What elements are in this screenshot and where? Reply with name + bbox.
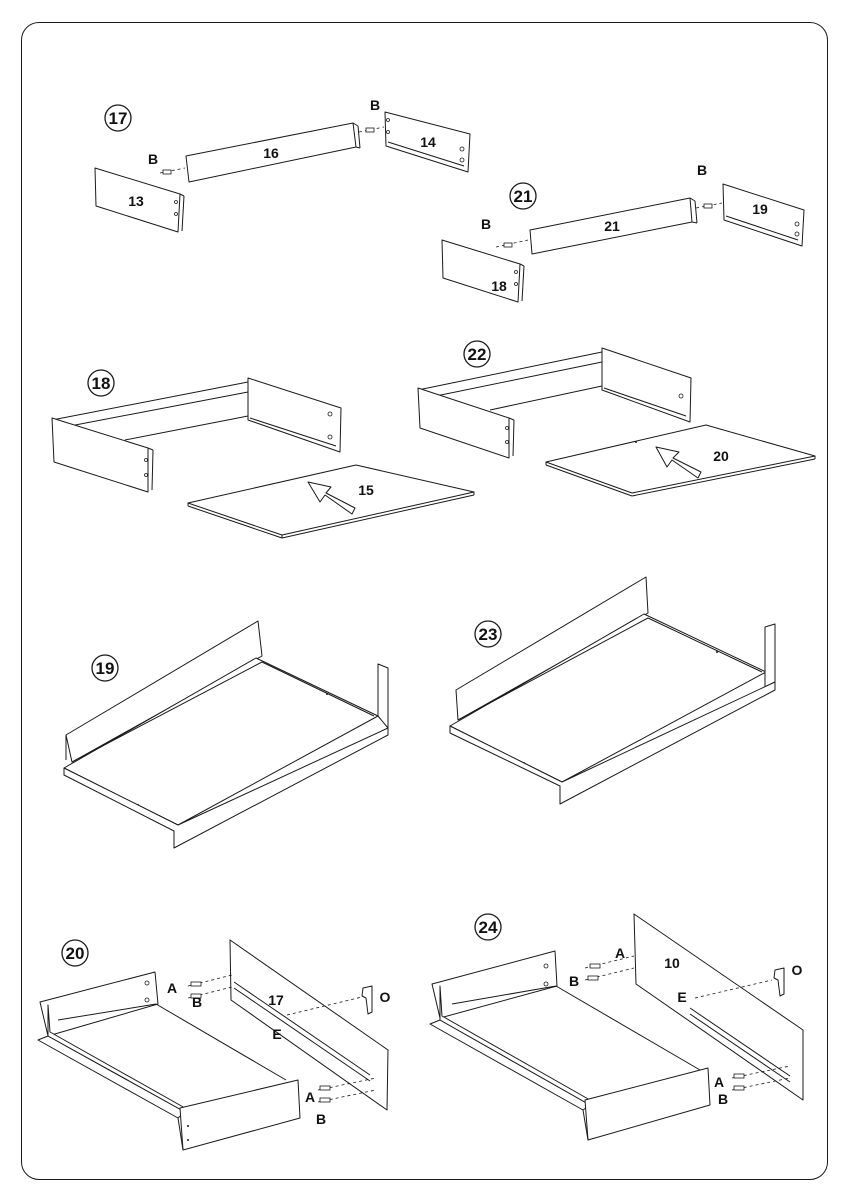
dowel-icon	[503, 242, 513, 248]
drawer-front	[584, 1067, 711, 1141]
bottom-panel-20	[545, 424, 816, 494]
cam-bolt-icon	[190, 981, 202, 987]
cam-bolt-icon	[589, 963, 601, 969]
panel-21-label: 21	[604, 218, 620, 234]
fastener-a-label-lower: A	[305, 1089, 315, 1105]
front-panel	[51, 417, 149, 493]
drawer-edge	[37, 1035, 186, 1119]
screw-e-label: E	[272, 1026, 281, 1042]
front-edge	[449, 681, 776, 805]
back-wall	[455, 576, 649, 721]
fastener-a-label: A	[167, 980, 177, 996]
cam-bolt-icon	[733, 1073, 745, 1079]
insert-arrow-icon	[655, 446, 702, 479]
step-19: 19	[63, 620, 389, 849]
screw-e-label: E	[677, 989, 686, 1005]
insert-arrow-icon	[307, 481, 356, 515]
back-rail	[51, 381, 249, 427]
fastener-a-label-lower: A	[714, 1074, 724, 1090]
bottom-panel-15	[187, 464, 475, 536]
dowel-icon	[162, 169, 172, 175]
step-24-number: 24	[479, 918, 498, 937]
step-20: 20 17 A B O E A B	[37, 939, 391, 1151]
handle-icon	[773, 967, 785, 997]
panel-20-label: 20	[713, 448, 729, 464]
dowel-icon	[365, 127, 375, 133]
cam-bolt-icon	[319, 1085, 331, 1091]
dowel-icon	[319, 1097, 331, 1103]
dowel-icon	[733, 1085, 745, 1091]
back-rail	[417, 351, 603, 397]
panel-15-label: 15	[358, 482, 374, 498]
step-20-number: 20	[66, 944, 85, 963]
step-21-number: 21	[514, 187, 533, 206]
panel-14	[384, 111, 471, 173]
panel-14-label: 14	[420, 134, 436, 150]
step-17-number: 17	[109, 109, 128, 128]
panel-16-label: 16	[263, 145, 279, 161]
handle-o-label: O	[380, 989, 391, 1005]
step-23-circle	[474, 620, 502, 648]
page-border	[21, 22, 828, 1180]
fastener-b-label: B	[697, 162, 707, 178]
back-wall	[65, 620, 263, 763]
step-21: 21 21 19 B 18 B	[441, 162, 805, 303]
step-23: 23	[449, 576, 776, 805]
step-23-number: 23	[479, 625, 498, 644]
front-edge	[63, 727, 389, 849]
fastener-b-label-left: B	[481, 216, 491, 232]
panel-10	[633, 913, 804, 1101]
dowel-icon	[587, 975, 599, 981]
handle-o-label: O	[792, 962, 803, 978]
step-19-circle	[91, 654, 119, 682]
panel-17-label: 17	[268, 992, 284, 1008]
panel-19-label: 19	[752, 201, 768, 217]
step-22-number: 22	[468, 345, 487, 364]
fastener-b-label-left: B	[148, 151, 158, 167]
side-wall	[764, 623, 776, 688]
step-18-circle	[87, 369, 115, 397]
fastener-b-label: B	[569, 973, 579, 989]
side-panel	[601, 347, 692, 423]
fastener-b-label: B	[192, 994, 202, 1010]
panel-19	[722, 183, 805, 247]
front-panel	[417, 387, 510, 459]
step-17-circle	[104, 104, 132, 132]
fastener-b-label-lower: B	[718, 1091, 728, 1107]
step-22-circle	[463, 340, 491, 368]
panel-13	[94, 167, 181, 233]
panel-18-label: 18	[491, 278, 507, 294]
step-22: 22 20	[417, 340, 816, 497]
step-24: 24 10 A B O E A B	[429, 913, 804, 1141]
fastener-b-label: B	[370, 97, 380, 113]
side-wall	[377, 663, 389, 729]
step-17: 17 16 14 B 13 B	[94, 97, 471, 233]
side-panel	[247, 377, 342, 453]
side-panel	[39, 971, 159, 1037]
step-20-circle	[61, 939, 89, 967]
dowel-icon	[190, 993, 202, 999]
panel-18	[441, 239, 521, 303]
dowel-icon	[703, 203, 713, 209]
drawer-edge	[429, 1019, 591, 1111]
step-19-number: 19	[96, 659, 115, 678]
panel-17	[229, 939, 389, 1111]
step-18: 18 15	[51, 369, 475, 539]
fastener-b-label-lower: B	[316, 1111, 326, 1127]
step-21-circle	[509, 182, 537, 210]
panel-13-label: 13	[128, 193, 144, 209]
drawer-front	[179, 1079, 301, 1151]
fastener-a-label: A	[615, 945, 625, 961]
step-18-number: 18	[92, 374, 111, 393]
step-24-circle	[474, 913, 502, 941]
side-panel	[431, 950, 558, 1019]
handle-icon	[361, 985, 373, 1015]
panel-10-label: 10	[664, 955, 680, 971]
